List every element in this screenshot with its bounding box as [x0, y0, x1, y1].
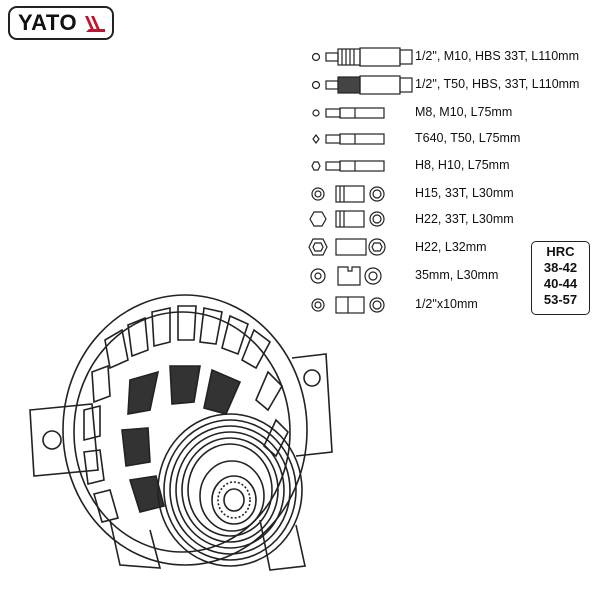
spline-bit-icon: [312, 107, 385, 119]
spec-label: 35mm, L30mm: [415, 268, 499, 282]
brand-logo: YATO: [8, 6, 114, 40]
hex-bit-icon: [311, 160, 385, 172]
long-bit-socket-icon: [311, 47, 413, 67]
hrc-value: 38-42: [543, 260, 578, 275]
hrc-hardness-box: HRC 38-42 40-44 53-57: [531, 241, 590, 315]
spec-label: 1/2"x10mm: [415, 297, 478, 311]
spec-label: H22, L32mm: [415, 240, 487, 254]
torx-bit-icon: [312, 133, 385, 145]
adapter-socket-icon: [311, 296, 385, 314]
long-bit-socket-icon: [311, 75, 413, 95]
hrc-title: HRC: [546, 244, 575, 259]
yato-chevron-mark-icon: [85, 16, 105, 32]
short-bit-socket-icon: [311, 185, 385, 203]
hex-socket-icon: [308, 238, 386, 256]
hrc-value: 53-57: [543, 292, 578, 307]
spec-label: H8, H10, L75mm: [415, 158, 510, 172]
hrc-value: 40-44: [543, 276, 578, 291]
spec-label: 1/2", T50, HBS, 33T, L110mm: [415, 77, 580, 91]
spec-label: T640, T50, L75mm: [415, 131, 521, 145]
pulley-socket-icon: [310, 266, 382, 286]
spec-label: H15, 33T, L30mm: [415, 186, 514, 200]
alternator-illustration: [29, 294, 333, 571]
spec-label: H22, 33T, L30mm: [415, 212, 514, 226]
spec-label: M8, M10, L75mm: [415, 105, 513, 119]
short-bit-socket-icon: [309, 210, 385, 228]
spec-label: 1/2", M10, HBS 33T, L110mm: [415, 49, 580, 63]
brand-name: YATO: [18, 10, 78, 35]
